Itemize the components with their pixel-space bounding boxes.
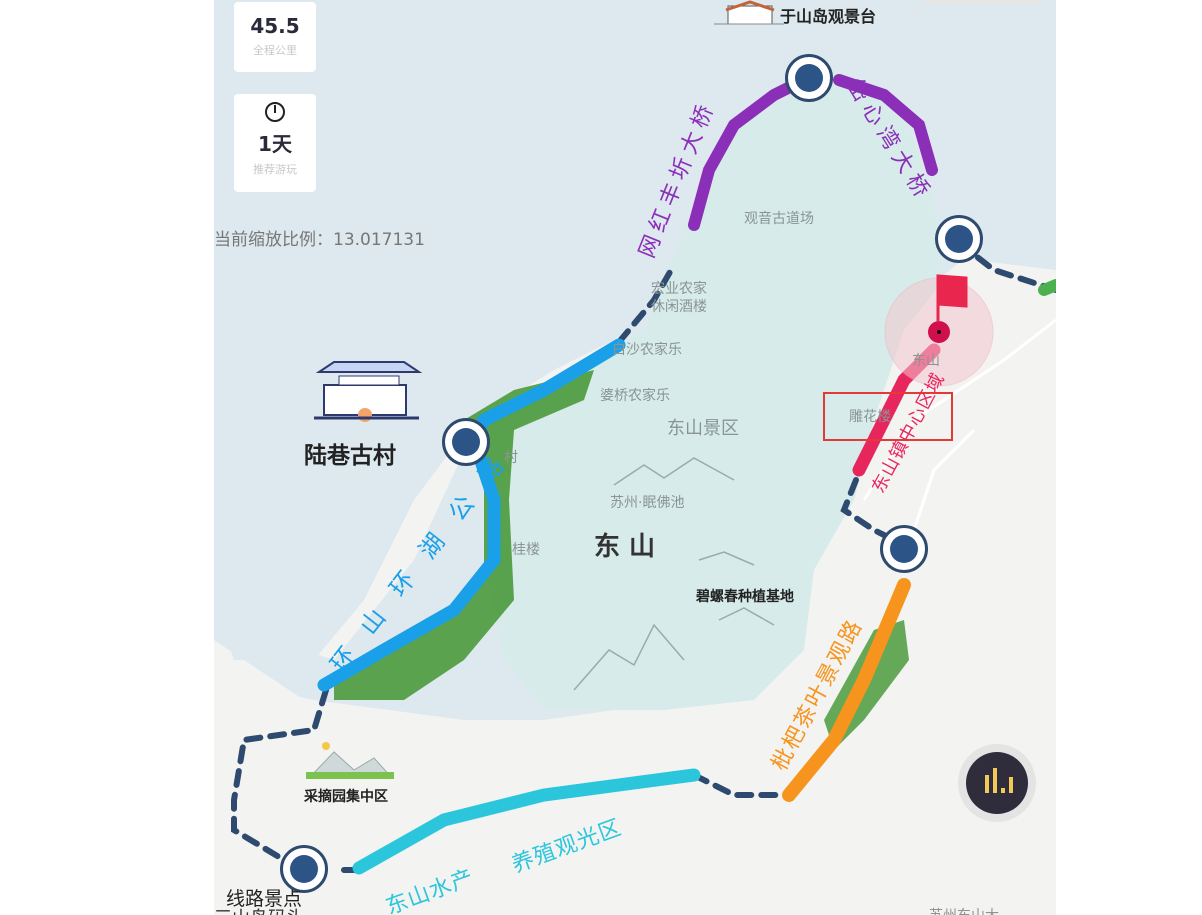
mountain-sketch-icon bbox=[573, 457, 775, 691]
stats-fab-button[interactable] bbox=[958, 744, 1036, 822]
legend-route-spots: 线路景点 bbox=[226, 888, 303, 910]
map-canvas bbox=[214, 0, 1056, 915]
route-segment-purple-daixin bbox=[833, 74, 938, 176]
route-segment-blue-huanshan bbox=[317, 338, 626, 692]
map-label: 苏州东山大 bbox=[929, 905, 999, 915]
poi-caizhai[interactable]: 采摘园集中区 bbox=[304, 789, 388, 805]
map-label: 休闲酒楼 bbox=[651, 299, 707, 315]
poi-yushan[interactable]: 于山岛观景台 bbox=[780, 7, 877, 26]
route-dashed-connector bbox=[231, 240, 1056, 873]
route-node[interactable] bbox=[280, 845, 328, 893]
route-segment-purple-wanghong bbox=[688, 74, 810, 231]
map-label: 宏业农家 bbox=[651, 281, 707, 297]
poi-biluochun[interactable]: 碧螺春种植基地 bbox=[696, 589, 794, 605]
bar-chart-icon bbox=[966, 752, 1028, 814]
lake-water-top bbox=[214, 0, 1056, 660]
map-label: 东山景区 bbox=[667, 418, 739, 439]
route-node[interactable] bbox=[880, 525, 928, 573]
duration-label: 推荐游玩 bbox=[253, 163, 297, 176]
route-node[interactable] bbox=[785, 54, 833, 102]
flag-icon bbox=[936, 274, 968, 322]
clock-icon bbox=[265, 102, 285, 122]
route-segment-orange-pipa bbox=[782, 578, 911, 802]
map-label: 婆桥农家乐 bbox=[600, 388, 670, 404]
highlight-box bbox=[823, 392, 953, 441]
map-label: 村 bbox=[504, 450, 518, 466]
island-land bbox=[484, 70, 944, 710]
route-segment-cyan-shuichan bbox=[352, 768, 701, 875]
distance-label: 全程公里 bbox=[253, 44, 297, 57]
distance-card: 45.5 全程公里 bbox=[234, 2, 316, 72]
southwest-land bbox=[214, 680, 774, 915]
location-dot-center bbox=[937, 330, 941, 334]
route-node[interactable] bbox=[935, 215, 983, 263]
route-segment-green-east bbox=[1038, 279, 1056, 296]
poi-luxiang[interactable]: 陆巷古村 bbox=[304, 443, 396, 469]
route-node[interactable] bbox=[442, 418, 490, 466]
area-label-dongshan: 东 山 bbox=[594, 532, 656, 562]
orchard-icon bbox=[306, 742, 394, 779]
ancient-village-gate-icon bbox=[314, 361, 423, 422]
observation-deck-icon bbox=[714, 0, 784, 25]
top-panel-edge bbox=[924, 0, 1039, 5]
zoom-readout: 当前缩放比例：13.017131 bbox=[214, 230, 425, 250]
map-label: 雕花楼 bbox=[849, 409, 891, 425]
map-label: 观音古道场 bbox=[744, 211, 814, 227]
map-label: 苏州·眠佛池 bbox=[610, 495, 685, 511]
map-label: 白沙农家乐 bbox=[612, 342, 682, 358]
map-label: 三山岛码头 bbox=[214, 904, 304, 915]
map-view[interactable]: 45.5 全程公里 1天 推荐游玩 当前缩放比例：13.017131 于山岛观景… bbox=[214, 0, 1056, 915]
duration-card: 1天 推荐游玩 bbox=[234, 94, 316, 192]
duration-value: 1天 bbox=[258, 132, 292, 156]
map-label: 桂楼 bbox=[512, 542, 540, 558]
map-label: 东山 bbox=[912, 353, 940, 369]
distance-value: 45.5 bbox=[250, 14, 300, 38]
